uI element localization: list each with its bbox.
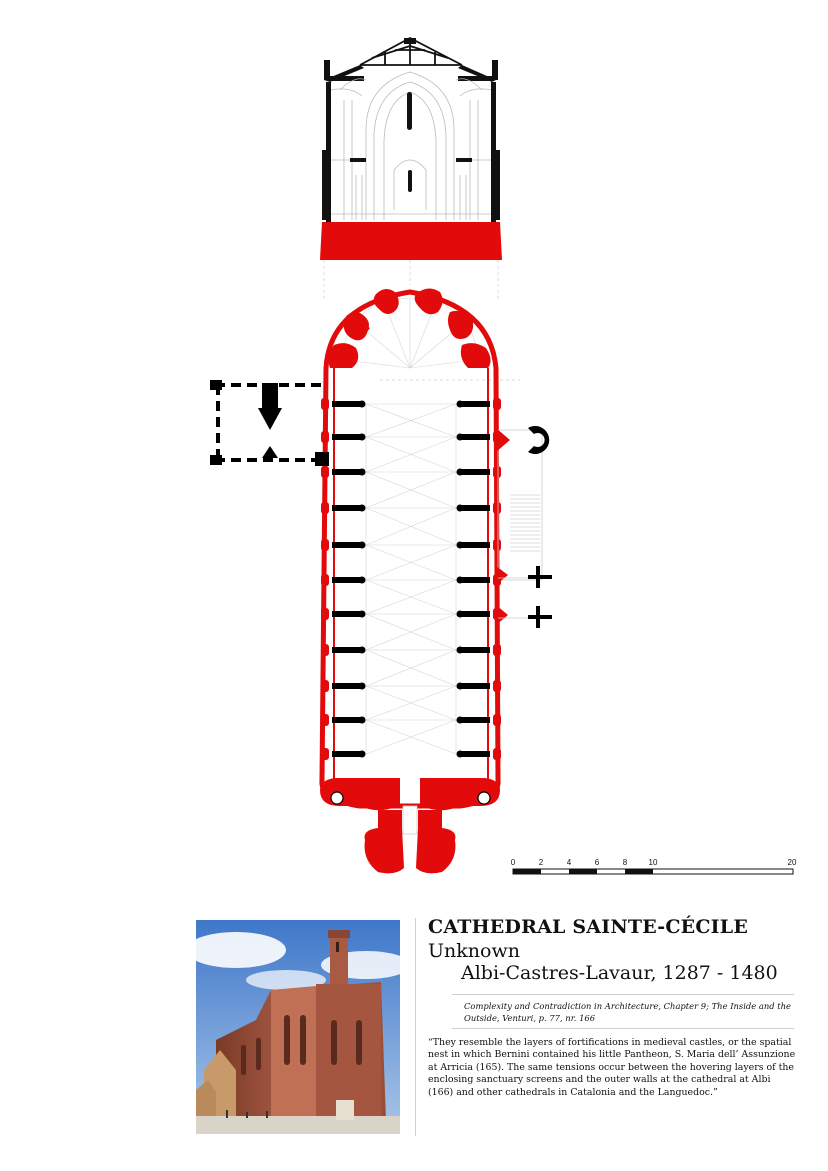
pier-right [460, 717, 490, 723]
pier-right [460, 469, 490, 475]
buttress-right [493, 502, 501, 514]
architectural-drawing: 0 2 4 6 8 10 20 [210, 36, 797, 875]
cross-section-drawing [320, 36, 502, 260]
buttress-left [321, 680, 329, 692]
buttress-left [321, 644, 329, 656]
divider-bottom [452, 1028, 794, 1029]
scale-bar: 0 2 4 6 8 10 20 [511, 858, 797, 875]
pier-left [332, 683, 362, 689]
section-foundation [320, 222, 502, 260]
buttress-right [493, 714, 501, 726]
pier-right [460, 434, 490, 440]
buttress-left [321, 608, 329, 620]
location-dates: Albi-Castres-Lavaur, 1287 - 1480 [461, 962, 778, 984]
pier-right [460, 401, 490, 407]
side-chapel-annex [210, 380, 329, 466]
buttress-right [493, 680, 501, 692]
scale-tick-2: 2 [539, 858, 544, 867]
buttress-left [321, 466, 329, 478]
divider-top [452, 994, 794, 995]
vertical-divider [415, 918, 416, 1136]
pier-right [460, 505, 490, 511]
source-citation: Complexity and Contradiction in Architec… [464, 1001, 791, 1023]
pier-left [332, 717, 362, 723]
cathedral-exterior-photo [196, 920, 400, 1134]
building-title: CATHEDRAL SAINTE-CÉCILE [428, 916, 749, 938]
buttress-right [493, 644, 501, 656]
pier-left [332, 401, 362, 407]
pier-right [460, 577, 490, 583]
pier-right [460, 647, 490, 653]
buttress-left [321, 502, 329, 514]
pier-right [460, 683, 490, 689]
buttress-left [321, 539, 329, 551]
pier-right [460, 542, 490, 548]
outer-wall [319, 289, 501, 809]
architect-name: Unknown [428, 940, 520, 962]
pier-left [332, 434, 362, 440]
buttress-left [321, 431, 329, 443]
pier-left [332, 611, 362, 617]
buttress-left [321, 748, 329, 760]
buttress-right [493, 748, 501, 760]
pier-left [332, 542, 362, 548]
pier-left [332, 577, 362, 583]
pier-right [460, 751, 490, 757]
buttress-left [321, 398, 329, 410]
buttress-left [321, 574, 329, 586]
buttress-right [493, 466, 501, 478]
pier-left [332, 647, 362, 653]
quote-text: “They resemble the layers of fortificati… [428, 1037, 796, 1098]
scale-tick-8: 8 [623, 858, 628, 867]
buttress-right [493, 539, 501, 551]
pier-left [332, 505, 362, 511]
scale-tick-4: 4 [567, 858, 572, 867]
scale-tick-6: 6 [595, 858, 600, 867]
scale-tick-0: 0 [511, 858, 516, 867]
scale-tick-20: 20 [788, 858, 797, 867]
pier-right [460, 611, 490, 617]
pier-left [332, 469, 362, 475]
scale-tick-10: 10 [649, 858, 658, 867]
buttress-left [321, 714, 329, 726]
buttress-right [493, 398, 501, 410]
floor-plan-drawing [210, 288, 552, 874]
side-porch-stair [496, 426, 552, 628]
pier-left [332, 751, 362, 757]
